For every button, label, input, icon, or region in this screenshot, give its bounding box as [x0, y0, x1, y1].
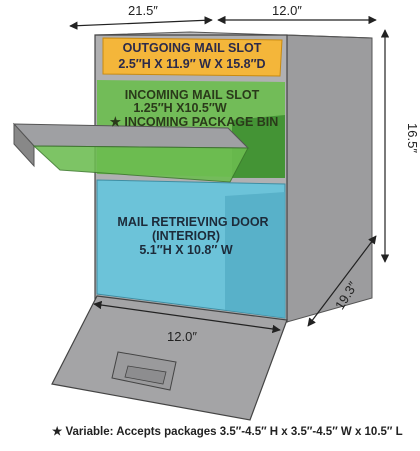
incoming-chute-front [13, 122, 35, 168]
depth-dimension-line [69, 16, 213, 30]
side-depth-dimension-line [307, 235, 377, 327]
retrieving-door-size: 5.1″H X 10.8″ W [139, 243, 232, 257]
incoming-bin-shade [232, 115, 285, 178]
outgoing-slot-size: 2.5″H X 11.9″ W X 15.8″D [118, 57, 265, 71]
incoming-slot-size: 1.25″H X10.5″W [133, 101, 226, 115]
height-dimension-label: 16.5″ [405, 123, 420, 153]
door-width-dimension-line [93, 300, 281, 334]
incoming-slot-title: INCOMING MAIL SLOT [125, 88, 260, 102]
retrieving-door-title: MAIL RETRIEVING DOOR [117, 215, 268, 229]
mailbox-side-panel [286, 34, 373, 323]
outgoing-slot-highlight [102, 37, 283, 77]
incoming-chute-tray [32, 145, 249, 183]
width-top-dimension-label: 12.0″ [272, 3, 302, 18]
retrieving-door-inner [225, 192, 285, 318]
door-width-dimension-label: 12.0″ [167, 329, 197, 344]
outgoing-slot-title: OUTGOING MAIL SLOT [123, 41, 262, 55]
package-size-footnote: ★ Variable: Accepts packages 3.5″-4.5″ H… [52, 426, 403, 438]
incoming-package-bin-label: ★ INCOMING PACKAGE BIN [110, 115, 279, 129]
depth-dimension-label: 21.5″ [128, 3, 158, 18]
retrieving-door-subtitle: (INTERIOR) [152, 229, 220, 243]
door-flap-handle-notch [124, 365, 167, 385]
